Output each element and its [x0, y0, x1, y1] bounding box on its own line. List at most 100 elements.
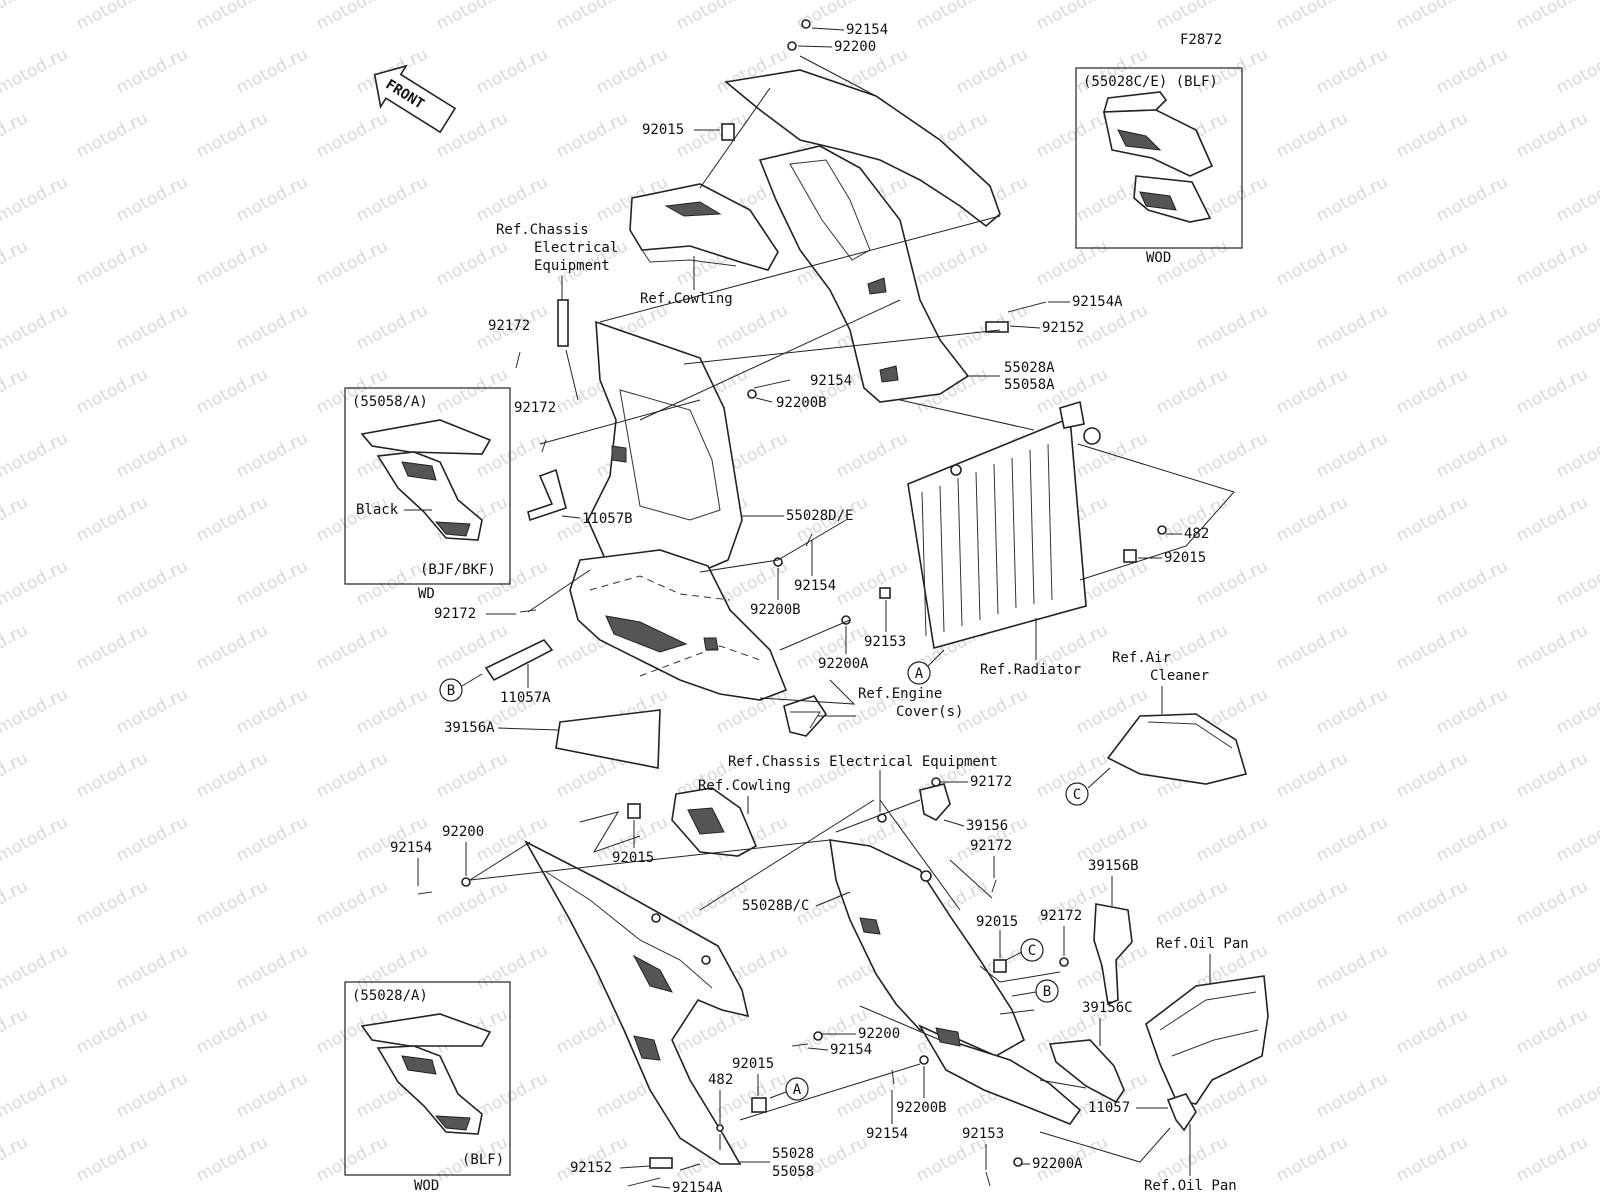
watermark-text: motod.ru	[433, 364, 511, 418]
watermark-text: motod.ru	[313, 1132, 391, 1186]
watermark-text: motod.ru	[1193, 1196, 1271, 1200]
svg-text:C: C	[1028, 943, 1036, 959]
watermark-text: motod.ru	[0, 876, 31, 930]
watermark-text: motod.ru	[113, 1196, 191, 1200]
watermark-text: motod.ru	[1273, 108, 1351, 162]
inset-footer: WOD	[1146, 250, 1171, 266]
label-92015-lower2: 92015	[732, 1056, 774, 1072]
callout-markers: A B C C B A	[439, 649, 1111, 1101]
watermark-text: motod.ru	[73, 876, 151, 930]
callout-c-2: C	[1020, 938, 1044, 962]
watermark-text: motod.ru	[1513, 748, 1591, 802]
lower-cowl-left	[523, 840, 750, 1165]
watermark-text: motod.ru	[473, 44, 551, 98]
label-ref-chassis-2: Electrical	[534, 240, 618, 256]
label-ref-cowling-lower: Ref.Cowling	[698, 778, 791, 794]
watermark-text: motod.ru	[233, 556, 311, 610]
watermark-text: motod.ru	[1513, 1132, 1591, 1186]
watermark-text: motod.ru	[73, 620, 151, 674]
label-11057b: 11057B	[582, 511, 633, 527]
inset-top-right: (55028C/E) (BLF) WOD	[1075, 67, 1243, 266]
watermark-text: motod.ru	[433, 876, 511, 930]
inset-header: (55058/A)	[352, 394, 428, 410]
watermark-text: motod.ru	[1393, 1132, 1471, 1186]
watermark-text: motod.ru	[313, 0, 391, 34]
watermark-text: motod.ru	[1273, 1004, 1351, 1058]
watermark-text: motod.ru	[473, 428, 551, 482]
upper-cowl	[724, 69, 1001, 403]
watermark-text: motod.ru	[1313, 172, 1391, 226]
ref-cowling-top	[629, 183, 779, 271]
watermark-text: motod.ru	[0, 0, 31, 34]
label-92153-lower: 92153	[962, 1126, 1004, 1142]
label-92200a-lower: 92200A	[1032, 1156, 1083, 1172]
watermark-text: motod.ru	[0, 940, 71, 994]
watermark-text: motod.ru	[73, 236, 151, 290]
watermark-text: motod.ru	[113, 172, 191, 226]
watermark-text: motod.ru	[473, 1196, 551, 1200]
watermark-text: motod.ru	[353, 300, 431, 354]
watermark-text: motod.ru	[1073, 1196, 1151, 1200]
watermark-text: motod.ru	[0, 1004, 31, 1058]
watermark-text: motod.ru	[0, 44, 71, 98]
watermark-text: motod.ru	[0, 492, 31, 546]
label-ref-chassis-1: Ref.Chassis	[496, 222, 589, 238]
watermark-text: motod.ru	[833, 428, 911, 482]
watermark-text: motod.ru	[0, 236, 31, 290]
bracket-39156	[919, 783, 951, 821]
watermark-text: motod.ru	[113, 1068, 191, 1122]
watermark-text: motod.ru	[1153, 0, 1231, 34]
label-92154-lower: 92154	[830, 1042, 872, 1058]
svg-text:C: C	[1073, 787, 1081, 803]
watermark-text: motod.ru	[1273, 0, 1351, 34]
watermark-text: motod.ru	[1153, 620, 1231, 674]
label-55028: 55028	[772, 1146, 814, 1162]
ref-engine-cover	[783, 695, 828, 737]
watermark-text: motod.ru	[73, 492, 151, 546]
lower-cowl-right	[829, 839, 1082, 1125]
label-55058a: 55058A	[1004, 377, 1055, 393]
watermark-text: motod.ru	[353, 940, 431, 994]
watermark-text: motod.ru	[1513, 492, 1591, 546]
callout-a-1: A	[907, 661, 931, 685]
watermark-text: motod.ru	[73, 1004, 151, 1058]
watermark-text: motod.ru	[913, 0, 991, 34]
callout-b-2: B	[1035, 979, 1059, 1003]
watermark-text: motod.ru	[0, 108, 31, 162]
label-92015: 92015	[642, 122, 684, 138]
svg-text:B: B	[1043, 984, 1051, 1000]
watermark-text: motod.ru	[1553, 1196, 1600, 1200]
watermark-text: motod.ru	[1313, 1068, 1391, 1122]
middle-fairing	[587, 320, 743, 581]
watermark-text: motod.ru	[1153, 364, 1231, 418]
label-39156b: 39156B	[1088, 858, 1139, 874]
watermark-text: motod.ru	[113, 940, 191, 994]
gasket-39156a	[555, 709, 661, 769]
bracket-39156b	[1093, 903, 1133, 1006]
watermark-text: motod.ru	[1513, 876, 1591, 930]
watermark-text: motod.ru	[113, 684, 191, 738]
watermark-text: motod.ru	[313, 748, 391, 802]
label-ref-chassis-3: Equipment	[534, 258, 610, 274]
watermark-text: motod.ru	[1553, 556, 1600, 610]
watermark-text: motod.ru	[953, 44, 1031, 98]
watermark-text: motod.ru	[1193, 812, 1271, 866]
watermark-text: motod.ru	[0, 556, 71, 610]
bracket-11057a	[484, 639, 554, 682]
part-labels: 92154 92200 92015 Ref.Chassis Electrical…	[390, 22, 1249, 1196]
inset-footer: (BLF)	[462, 1152, 504, 1168]
watermark-text: motod.ru	[233, 812, 311, 866]
label-92154a-lower: 92154A	[672, 1180, 723, 1196]
watermark-text: motod.ru	[1433, 556, 1511, 610]
label-ref-engine-2: Cover(s)	[896, 704, 963, 720]
watermark-text: motod.ru	[0, 300, 71, 354]
label-55028b-c: 55028B/C	[742, 898, 809, 914]
watermark-text: motod.ru	[673, 108, 751, 162]
watermark-text: motod.ru	[353, 1196, 431, 1200]
label-92200a-mid: 92200A	[818, 656, 869, 672]
label-11057a: 11057A	[500, 690, 551, 706]
watermark-text: motod.ru	[0, 172, 71, 226]
label-ref-air-2: Cleaner	[1150, 668, 1209, 684]
callout-c-1: C	[1065, 782, 1089, 806]
